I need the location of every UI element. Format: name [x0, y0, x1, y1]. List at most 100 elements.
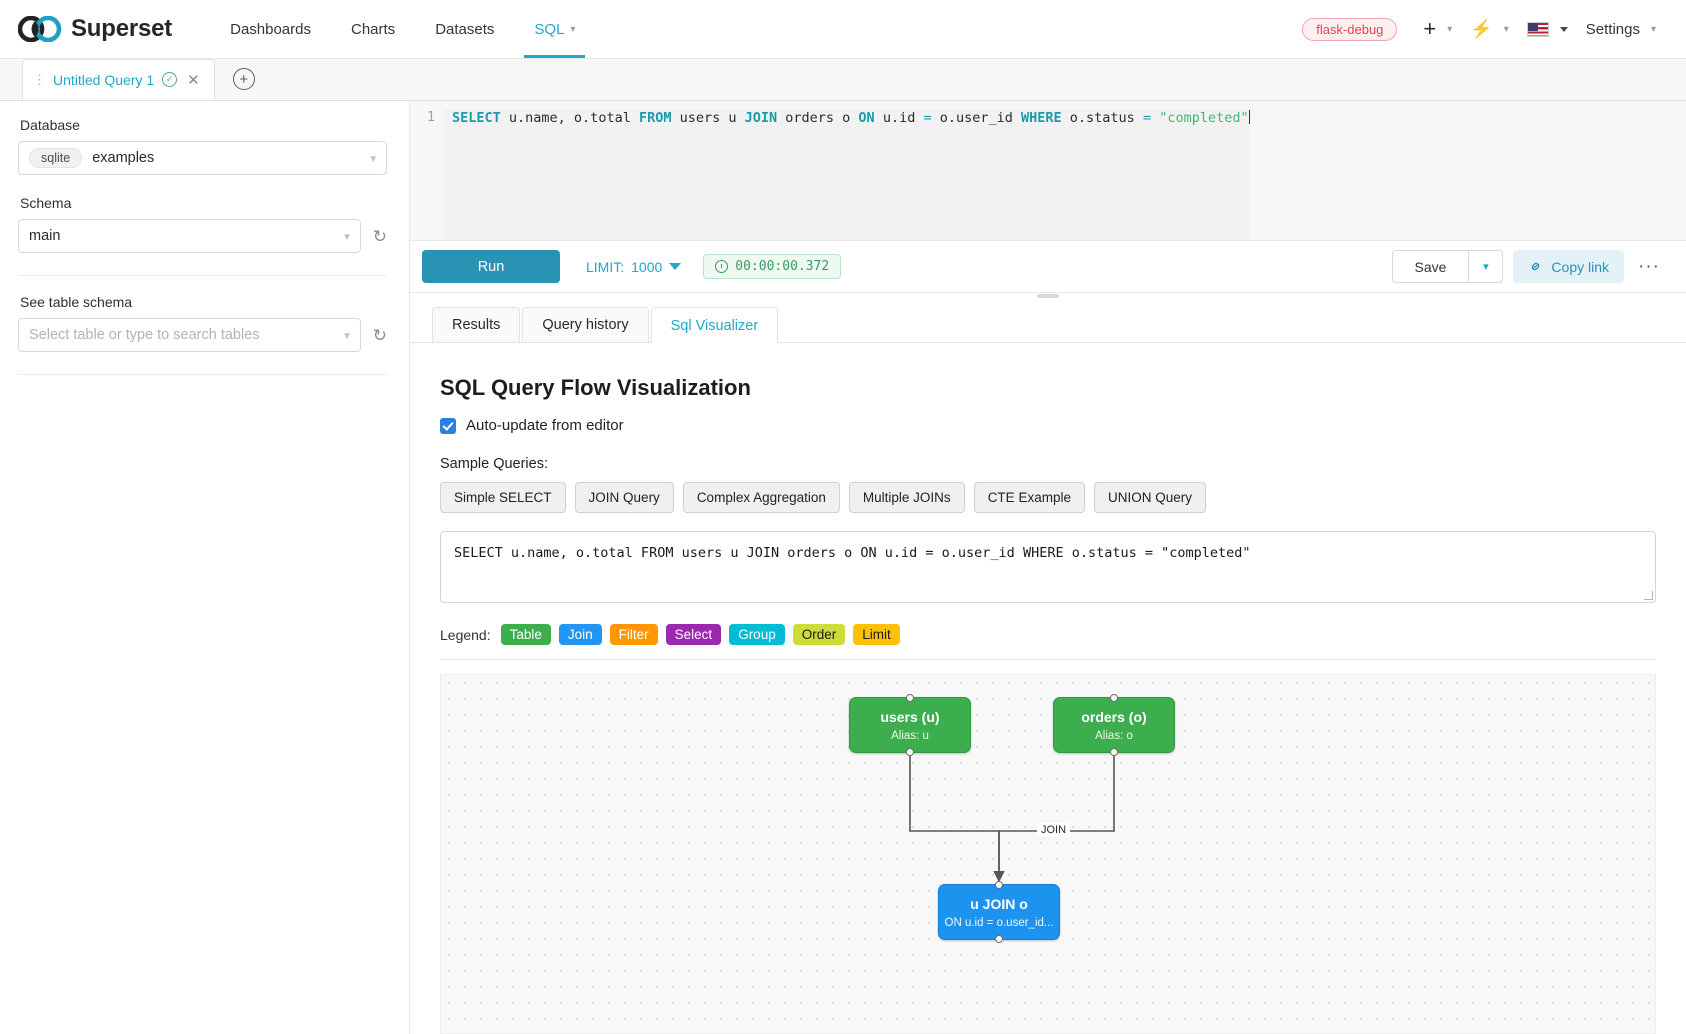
nav-link-sql[interactable]: SQL ▾ — [514, 0, 595, 58]
flow-node-subtitle: Alias: o — [1095, 729, 1133, 742]
nav-link-charts[interactable]: Charts — [331, 0, 415, 58]
code-token: SELECT — [452, 110, 501, 126]
save-button[interactable]: Save — [1391, 250, 1470, 283]
flow-edge-label: JOIN — [1037, 823, 1071, 837]
node-handle-top[interactable] — [906, 694, 914, 702]
sample-queries-label: Sample Queries: — [440, 456, 548, 472]
editor-code-line: SELECT u.name, o.total FROM users u JOIN… — [452, 109, 1250, 128]
flow-node-subtitle: Alias: u — [891, 729, 929, 742]
schema-value: main — [29, 228, 61, 244]
query-tab-untitled-query-1[interactable]: ⋮ Untitled Query 1 ✓ ✕ — [22, 59, 215, 100]
database-select[interactable]: sqlite examples ▾ — [18, 141, 387, 175]
drag-handle-icon[interactable]: ⋮ — [33, 71, 46, 87]
legend-chip-join: Join — [558, 624, 602, 645]
run-toolbar-right: Save ▾ Copy link ··· — [1391, 250, 1665, 283]
nav-label: Datasets — [435, 20, 495, 38]
chevron-down-icon: ▾ — [370, 152, 376, 165]
new-item-button[interactable]: + ▾ — [1415, 12, 1460, 46]
copy-link-label: Copy link — [1551, 258, 1610, 275]
schema-select[interactable]: main ▾ — [18, 219, 361, 253]
legend-chip-order: Order — [792, 624, 846, 645]
legend-separator — [440, 659, 1656, 660]
sample-query-button-complex-aggregation[interactable]: Complex Aggregation — [682, 482, 840, 513]
result-tabs: Results Query history Sql Visualizer — [410, 293, 1686, 343]
tab-query-history[interactable]: Query history — [522, 307, 649, 342]
auto-update-checkbox[interactable] — [440, 417, 456, 434]
flask-debug-badge[interactable]: flask-debug — [1302, 17, 1398, 41]
us-flag-icon — [1526, 21, 1549, 37]
tab-results[interactable]: Results — [432, 307, 521, 342]
run-button[interactable]: Run — [422, 250, 560, 283]
code-token: u.id — [874, 110, 924, 126]
line-number: 1 — [426, 109, 435, 125]
nav-link-datasets[interactable]: Datasets — [415, 0, 514, 58]
schema-row: main ▾ ↻ — [18, 219, 387, 253]
auto-update-row: Auto-update from editor — [440, 417, 1656, 434]
node-handle-top[interactable] — [995, 881, 1003, 889]
table-select[interactable]: Select table or type to search tables ▾ — [18, 318, 361, 352]
left-panel: Database sqlite examples ▾ Schema main ▾… — [0, 101, 410, 1034]
language-selector[interactable] — [1519, 16, 1576, 43]
workspace: Database sqlite examples ▾ Schema main ▾… — [0, 101, 1686, 1034]
node-handle-bottom[interactable] — [906, 748, 914, 756]
flow-node-join[interactable]: u JOIN o ON u.id = o.user_id... — [938, 881, 1060, 943]
flow-node-users[interactable]: users (u)Alias: u — [849, 694, 971, 756]
superset-brand[interactable]: Superset — [18, 15, 172, 43]
code-token: users u — [671, 110, 745, 126]
database-label: Database — [20, 117, 80, 133]
sample-query-button-cte-example[interactable]: CTE Example — [973, 482, 1085, 513]
top-navbar: Superset Dashboards Charts Datasets SQL … — [0, 0, 1686, 59]
quick-actions-button[interactable]: ⚡ ▾ — [1462, 14, 1516, 44]
settings-menu[interactable]: Settings ▾ — [1578, 15, 1664, 44]
code-token: = — [1142, 110, 1152, 126]
code-token: FROM — [638, 110, 672, 126]
close-icon[interactable]: ✕ — [187, 71, 200, 89]
code-token: JOIN — [744, 110, 778, 126]
more-options-icon[interactable]: ··· — [1638, 255, 1660, 277]
flow-canvas[interactable]: users (u)Alias: u orders (o)Alias: o u JOI… — [440, 674, 1656, 1034]
settings-label: Settings — [1585, 20, 1640, 38]
node-handle-top[interactable] — [1110, 694, 1118, 702]
sample-query-button-union-query[interactable]: UNION Query — [1093, 482, 1206, 513]
check-circle-icon: ✓ — [162, 72, 178, 87]
nav-label: Dashboards — [230, 20, 311, 38]
code-token: "completed" — [1159, 110, 1249, 126]
sample-query-button-multiple-joins[interactable]: Multiple JOINs — [848, 482, 965, 513]
caret-down-icon — [669, 263, 682, 270]
sql-editor[interactable]: 1 SELECT u.name, o.total FROM users u JO… — [410, 101, 1686, 241]
query-tab-bar: ⋮ Untitled Query 1 ✓ ✕ + — [0, 59, 1686, 101]
navbar-right: flask-debug + ▾ ⚡ ▾ Settings ▾ — [1302, 12, 1664, 46]
tab-sql-visualizer[interactable]: Sql Visualizer — [650, 307, 779, 343]
flow-node-title: u JOIN o — [970, 895, 1028, 912]
sql-visualizer-panel: SQL Query Flow Visualization Auto-update… — [410, 343, 1686, 1034]
sample-query-button-simple-select[interactable]: Simple SELECT — [440, 482, 566, 513]
node-handle-bottom[interactable] — [995, 935, 1003, 943]
caret-down-icon — [1559, 26, 1568, 32]
refresh-schema-icon[interactable]: ↻ — [372, 226, 387, 246]
new-query-tab-button[interactable]: + — [232, 68, 255, 90]
legend-chip-filter: Filter — [609, 624, 658, 645]
query-input[interactable] — [440, 531, 1656, 603]
chevron-down-icon: ▾ — [344, 230, 350, 243]
editor-resize-handle[interactable] — [1037, 294, 1059, 298]
editor-code-area[interactable]: SELECT u.name, o.total FROM users u JOIN… — [444, 109, 1250, 240]
flow-edge — [993, 753, 1115, 883]
clock-icon — [715, 260, 729, 273]
flow-node-subtitle: ON u.id = o.user_id... — [944, 916, 1054, 929]
save-dropdown-button[interactable]: ▾ — [1469, 250, 1504, 283]
refresh-tables-icon[interactable]: ↻ — [372, 325, 387, 345]
node-handle-bottom[interactable] — [1110, 748, 1118, 756]
code-token: orders o — [777, 110, 859, 126]
nav-links: Dashboards Charts Datasets SQL ▾ — [210, 0, 595, 58]
nav-label: SQL — [534, 20, 565, 38]
flow-node-orders[interactable]: orders (o)Alias: o — [1053, 694, 1175, 756]
query-tab-label: Untitled Query 1 — [53, 71, 155, 88]
copy-link-button[interactable]: Copy link — [1513, 250, 1625, 283]
limit-value: 1000 — [631, 258, 663, 275]
limit-dropdown[interactable]: LIMIT: 1000 — [586, 258, 682, 275]
nav-link-dashboards[interactable]: Dashboards — [210, 0, 331, 58]
sample-query-button-join-query[interactable]: JOIN Query — [574, 482, 674, 513]
chevron-down-icon: ▾ — [570, 23, 576, 35]
database-row: sqlite examples ▾ — [18, 141, 387, 175]
sample-query-buttons: Simple SELECT JOIN Query Complex Aggregati… — [440, 482, 1656, 513]
